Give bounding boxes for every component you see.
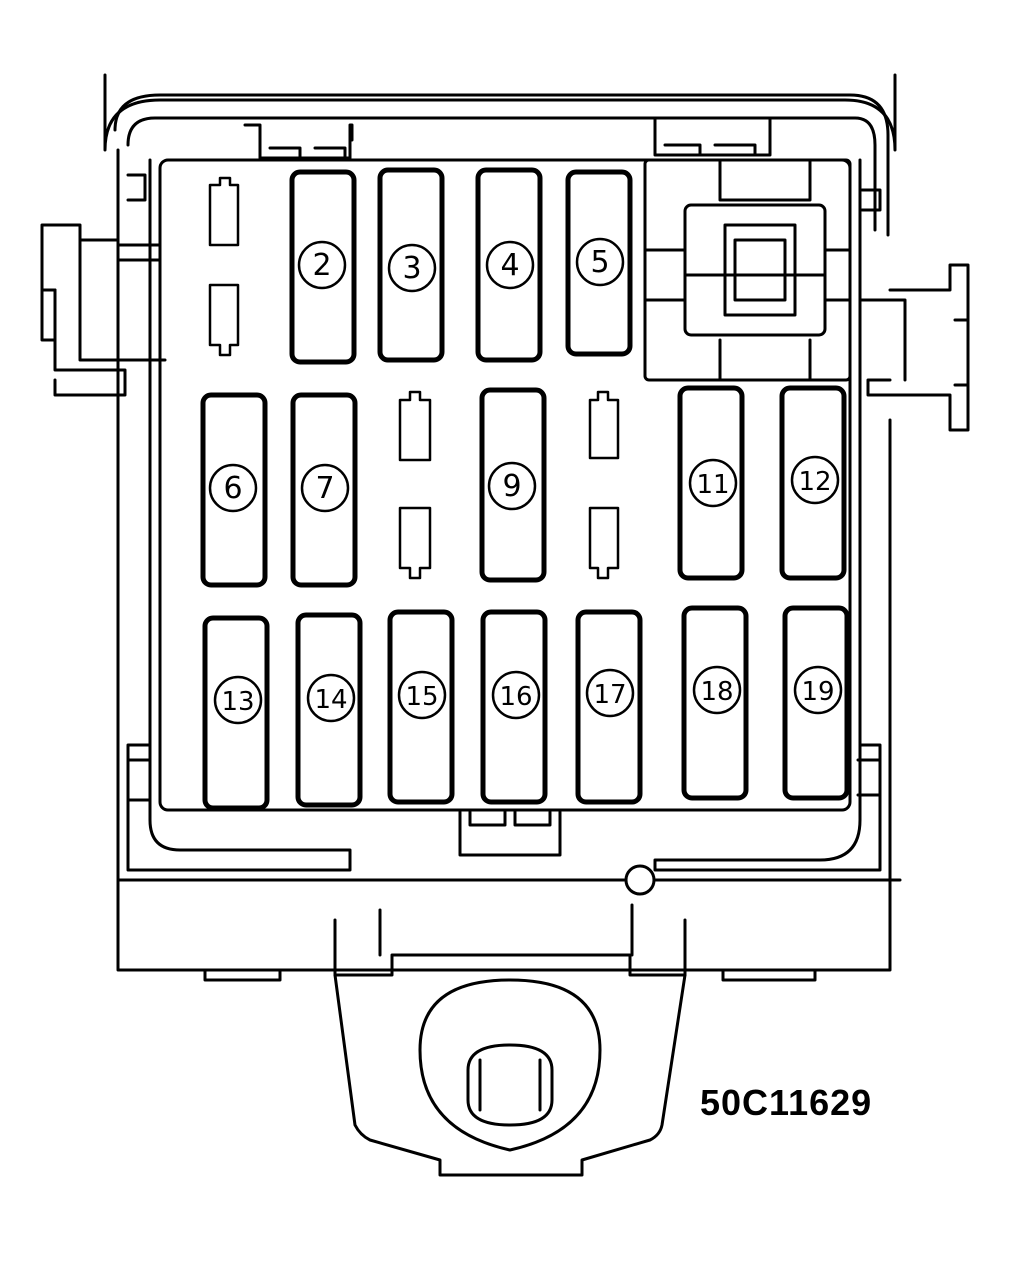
fuse-body — [677, 385, 745, 581]
fuse-number-label: 14 — [314, 685, 347, 715]
fuse-11: 11 — [677, 385, 745, 581]
fuse-number-circle — [692, 665, 742, 715]
fuse-body — [202, 615, 270, 811]
fuse-7: 7 — [290, 392, 358, 588]
fuse-number-label: 6 — [223, 471, 242, 506]
top-latches — [243, 116, 772, 160]
fuse-number-circle — [213, 675, 263, 725]
right-side-connector — [858, 263, 970, 432]
mounting-bracket — [203, 903, 817, 1177]
fuse-number-circle — [397, 670, 447, 720]
fuse-body — [575, 609, 643, 805]
fuse-number-circle — [297, 240, 347, 290]
fuse-number-label: 18 — [700, 677, 733, 707]
fuse-6: 6 — [200, 392, 268, 588]
fuse-number-circle — [585, 668, 635, 718]
fuse-18: 18 — [681, 605, 749, 801]
fuse-number-label: 3 — [402, 251, 421, 286]
fuse-body — [289, 169, 357, 365]
fuse-16: 16 — [480, 609, 548, 805]
fuse-9: 9 — [479, 387, 547, 583]
fuse-number-circle — [208, 463, 258, 513]
fuse-number-circle — [485, 240, 535, 290]
fuse-number-circle — [793, 665, 843, 715]
fuse-body — [479, 387, 547, 583]
fuse-body — [565, 169, 633, 357]
fuse-number-label: 4 — [500, 248, 519, 283]
fuse-number-label: 2 — [312, 248, 331, 283]
fuse-17: 17 — [575, 609, 643, 805]
fuse-number-label: 12 — [798, 467, 831, 497]
fuse-4: 4 — [475, 167, 543, 363]
diagram-reference-code: 50C11629 — [700, 1082, 873, 1123]
fuse-body — [290, 392, 358, 588]
fuse-2: 2 — [289, 169, 357, 365]
fuse-body — [200, 392, 268, 588]
left-side-connector — [40, 223, 167, 397]
fuse-number-label: 5 — [590, 245, 609, 280]
fuse-number-circle — [487, 461, 537, 511]
fuse-number-label: 9 — [502, 469, 521, 504]
fuse-number-circle — [387, 243, 437, 293]
fuse-number-label: 13 — [221, 687, 254, 717]
fuse-number-label: 16 — [499, 682, 532, 712]
fuse-number-label: 7 — [315, 471, 334, 506]
empty-fuse-slots — [208, 176, 620, 580]
fuse-12: 12 — [779, 385, 847, 581]
fuse-number-label: 15 — [405, 682, 438, 712]
fuse-body — [779, 385, 847, 581]
fuse-number-circle — [688, 458, 738, 508]
fuse-number-label: 17 — [593, 680, 626, 710]
fuse-body — [377, 167, 445, 363]
fuse-body — [295, 612, 363, 808]
fuse-number-circle — [300, 463, 350, 513]
fuse-body — [475, 167, 543, 363]
fuse-body — [782, 605, 850, 801]
housing-outline — [103, 73, 902, 972]
relay-block — [643, 158, 852, 382]
bottom-latch — [458, 810, 562, 857]
fuse-body — [681, 605, 749, 801]
fuse-3: 3 — [377, 167, 445, 363]
fuse-5: 5 — [565, 169, 633, 357]
fuse-number-label: 11 — [696, 470, 729, 500]
fuse-body — [387, 609, 455, 805]
fuse-19: 19 — [782, 605, 850, 801]
fuse-13: 13 — [202, 615, 270, 811]
fuse-body — [480, 609, 548, 805]
fuse-panel — [158, 158, 852, 812]
fuse-layer: 2 3 4 5 6 7 9 11 12 13 14 15 16 17 18 19 — [200, 167, 850, 811]
fuse-number-circle — [306, 673, 356, 723]
fuse-number-circle — [575, 237, 625, 287]
fuse-number-circle — [491, 670, 541, 720]
fuse-number-circle — [790, 455, 840, 505]
alignment-dot — [624, 864, 656, 896]
fuse-15: 15 — [387, 609, 455, 805]
fuse-14: 14 — [295, 612, 363, 808]
fuse-number-label: 19 — [801, 677, 834, 707]
